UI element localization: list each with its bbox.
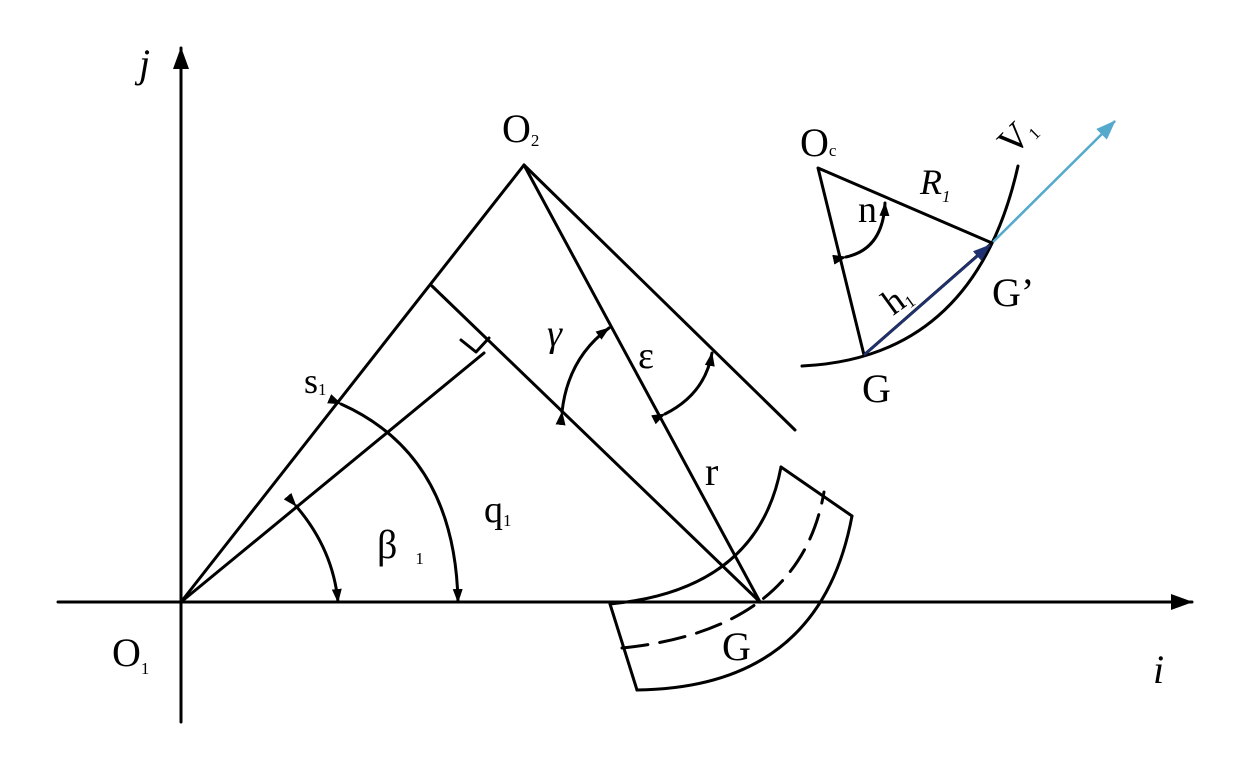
s1-label: s1 — [304, 361, 327, 401]
oc-label: Oc — [800, 120, 837, 165]
tool-outer-arc — [608, 465, 783, 606]
o2-label: O2 — [502, 106, 539, 151]
v1-label: V1 — [990, 108, 1045, 163]
inset-workpiece-arc — [800, 164, 1020, 368]
epsilon-label: ε — [638, 335, 654, 377]
gamma-angle-arc — [555, 326, 611, 426]
line-o2-right — [522, 163, 797, 432]
h1-label: h1 — [874, 275, 919, 323]
n-angle-arc — [832, 201, 890, 265]
n-label: n — [858, 189, 877, 231]
inset-triangle — [816, 166, 994, 357]
r1-label: R1 — [919, 162, 951, 206]
i-axis-label: i — [1153, 647, 1164, 692]
j-axis-label: j — [134, 41, 150, 86]
h1-vector — [863, 244, 991, 356]
r-label: r — [705, 449, 718, 494]
tool-dashed-arc — [620, 490, 826, 650]
q1-angle-arc — [327, 394, 463, 604]
q1-label: q1 — [484, 489, 512, 531]
link-s1 — [179, 163, 526, 604]
gamma-label: γ — [547, 313, 563, 355]
g-prime-label: G’ — [992, 270, 1034, 315]
o1-label: O1 — [112, 630, 149, 678]
g-label-bottom: G — [722, 624, 751, 669]
perpendicular-foot-line — [430, 284, 762, 604]
v1-vector — [992, 120, 1116, 243]
g-label-inset: G — [862, 366, 891, 411]
tool-inner-arc — [635, 514, 854, 692]
epsilon-angle-arc — [651, 351, 715, 425]
tool-top-edge — [779, 465, 854, 518]
line-o1-foot — [179, 351, 486, 604]
right-angle-marker — [459, 336, 491, 354]
line-o2-g — [522, 163, 762, 604]
beta1-angle-arc — [283, 492, 342, 604]
